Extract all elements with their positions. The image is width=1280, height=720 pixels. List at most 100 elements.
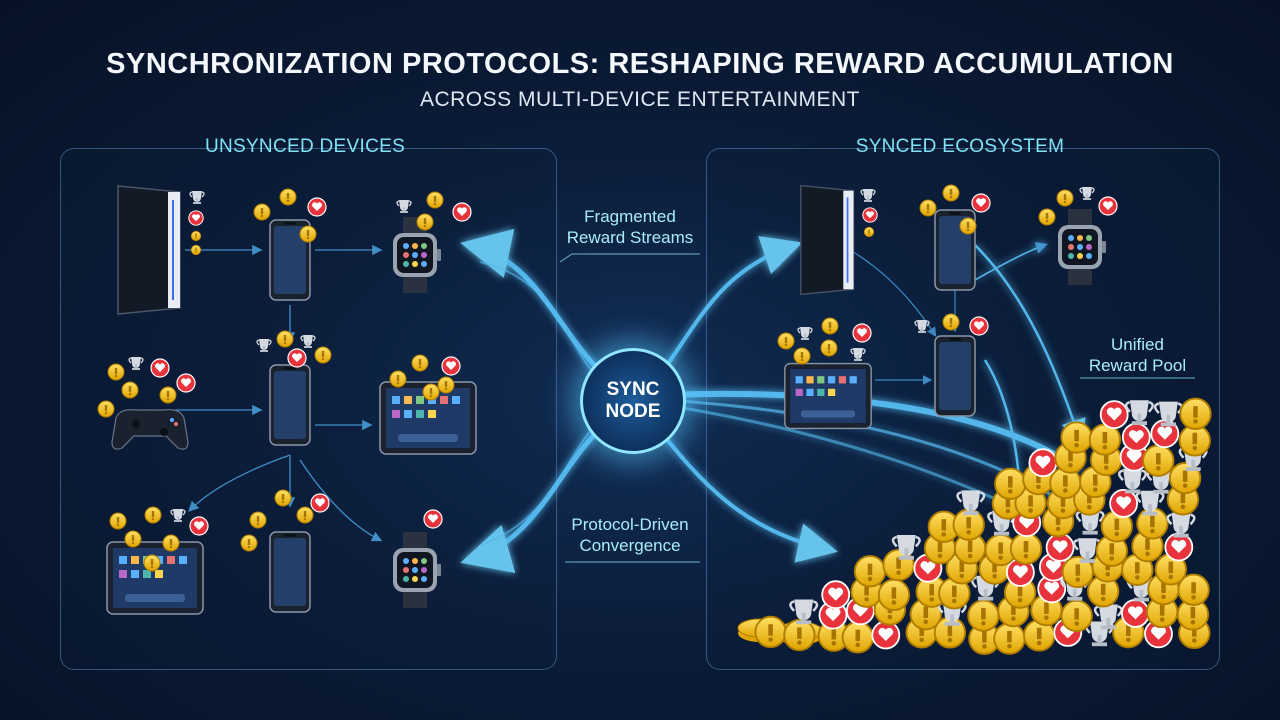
page-subtitle: ACROSS MULTI-DEVICE ENTERTAINMENT <box>419 88 861 111</box>
coin-icon <box>1056 189 1074 207</box>
coin-icon <box>1038 208 1056 226</box>
phone-device <box>934 335 976 417</box>
coin-icon <box>389 370 407 388</box>
coin-icon <box>411 354 429 372</box>
heart-icon <box>176 373 196 393</box>
coin-icon <box>314 346 332 364</box>
heart-icon <box>1045 533 1075 562</box>
coin-icon <box>793 347 811 365</box>
heart-icon <box>452 202 472 222</box>
coin-icon <box>919 199 937 217</box>
coin-icon <box>967 599 1000 632</box>
coin-icon <box>121 381 139 399</box>
heart-icon <box>441 356 461 376</box>
trophy-icon <box>396 199 412 214</box>
heart-icon <box>1098 196 1118 216</box>
protocol-convergence-label: Protocol-Driven Convergence <box>545 514 715 556</box>
heart-icon <box>862 207 878 223</box>
coin-icon <box>877 578 911 612</box>
page-title: SYNCHRONIZATION PROTOCOLS: RESHAPING REW… <box>106 48 1174 80</box>
coin-icon <box>853 555 887 588</box>
trophy-icon <box>797 326 813 341</box>
heart-icon <box>1099 400 1129 430</box>
coin-icon <box>1060 421 1093 454</box>
coin-icon <box>783 618 816 652</box>
coin-icon <box>994 467 1027 500</box>
fragmented-streams-label: Fragmented Reward Streams <box>550 206 710 248</box>
heart-icon <box>852 323 872 343</box>
reward-pile-items <box>754 397 1212 655</box>
console-device <box>800 184 855 296</box>
trophy-icon <box>170 508 186 523</box>
coin-icon <box>942 184 960 202</box>
coin-icon <box>1088 423 1122 456</box>
coin-icon <box>162 534 180 552</box>
coin-icon <box>109 512 127 530</box>
phone-device <box>269 531 311 613</box>
watch-device <box>393 217 441 293</box>
coin-icon <box>240 534 258 552</box>
sync-node-label: SYNC <box>606 379 660 400</box>
unified-reward-pool-label: Unified Reward Pool <box>1070 334 1205 376</box>
coin-icon <box>274 489 292 507</box>
trophy-icon <box>189 190 205 205</box>
coin-icon <box>190 244 202 256</box>
heart-icon <box>307 197 327 217</box>
phone-device <box>269 364 311 446</box>
annotation-line: Unified <box>1111 335 1164 354</box>
heart-icon <box>1109 488 1138 518</box>
annotation-line: Convergence <box>579 536 681 555</box>
trophy-icon <box>128 356 144 371</box>
console-device <box>117 185 181 315</box>
coin-icon <box>299 225 317 243</box>
trophy-icon <box>1166 511 1196 539</box>
coin-icon <box>426 191 444 209</box>
coin-icon <box>190 230 202 242</box>
coin-icon <box>942 313 960 331</box>
heart-icon <box>1121 599 1150 628</box>
coin-icon <box>754 615 787 649</box>
heart-icon <box>287 348 307 368</box>
synced-ecosystem-label: SYNCED ECOSYSTEM <box>855 136 1065 157</box>
trophy-icon <box>850 347 866 362</box>
heart-icon <box>1164 532 1194 562</box>
coin-icon <box>820 339 838 357</box>
connector <box>849 249 937 338</box>
stream <box>479 261 606 386</box>
coin-icon <box>276 330 294 348</box>
coin-icon <box>159 386 177 404</box>
annotation-line: Reward Pool <box>1088 356 1187 375</box>
heart-icon <box>1028 448 1058 478</box>
coin-icon <box>416 213 434 231</box>
heart-icon <box>821 580 851 610</box>
annotation-line: Protocol-Driven <box>571 515 689 534</box>
heart-icon <box>188 210 204 226</box>
trophy-icon <box>1079 186 1095 201</box>
coin-icon <box>841 621 874 654</box>
stream <box>974 244 1086 445</box>
coin-icon <box>863 226 875 238</box>
coin-icon <box>1142 444 1175 477</box>
coin-icon <box>124 530 142 548</box>
coin-icon <box>143 554 161 572</box>
coin-icon <box>107 363 125 381</box>
annotation-line: Reward Streams <box>566 228 694 247</box>
watch-device <box>393 532 441 608</box>
trophy-icon <box>256 338 272 353</box>
coin-icon <box>959 217 977 235</box>
tablet-device <box>784 362 872 430</box>
unsynced-devices-label: UNSYNCED DEVICES <box>204 136 406 157</box>
heart-icon <box>150 358 170 378</box>
sync-node-label: NODE <box>605 401 661 422</box>
annotation-line: Fragmented <box>584 207 676 226</box>
trophy-icon <box>860 188 876 203</box>
connector <box>299 459 383 542</box>
coin-icon <box>97 400 115 418</box>
heart-icon <box>1121 422 1151 452</box>
coin-icon <box>993 622 1026 655</box>
heart-icon <box>189 516 209 536</box>
coin-icon <box>144 506 162 524</box>
trophy-icon <box>300 334 316 349</box>
coin-icon <box>296 506 314 524</box>
coin-icon <box>253 203 271 221</box>
